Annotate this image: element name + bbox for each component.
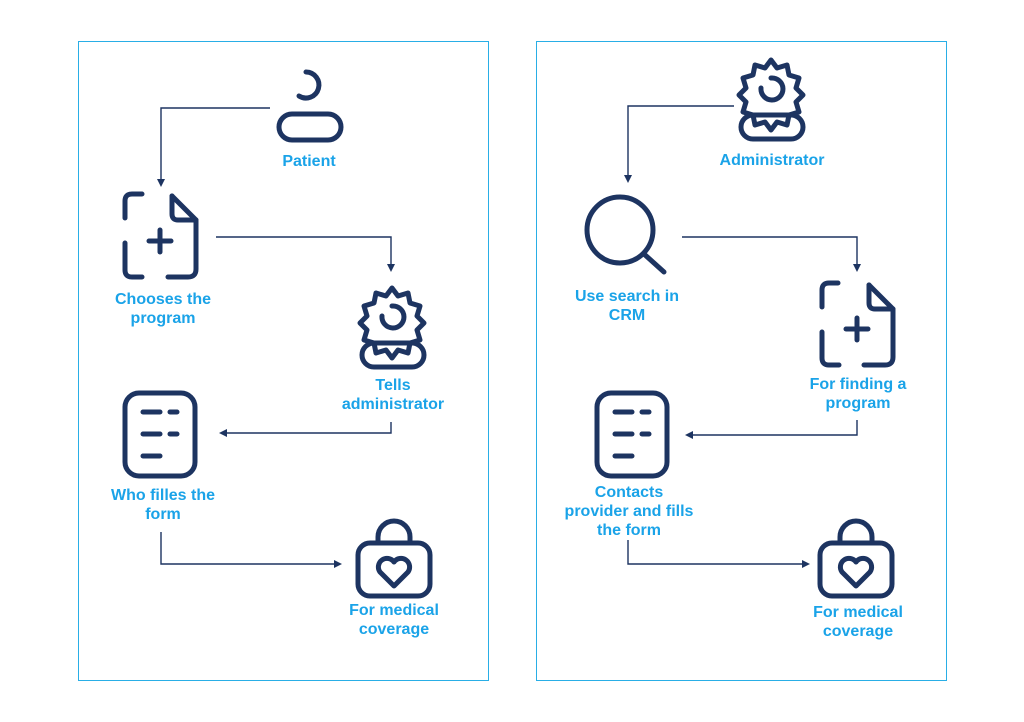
chooses-program-label: Chooses the program: [114, 291, 212, 327]
document-plus-icon: [819, 280, 896, 368]
arrow-form-to-coverage: [627, 540, 810, 568]
tells-administrator-label: Tells administrator: [341, 377, 445, 413]
admin-gear-icon: [736, 57, 806, 142]
patient-label: Patient: [282, 153, 336, 170]
lock-heart-icon: [355, 518, 433, 599]
lock-heart-icon: [817, 518, 895, 599]
list-document-icon: [594, 390, 670, 479]
administrator-label: Administrator: [719, 152, 825, 169]
user-icon: [276, 69, 344, 143]
admin-gear-icon: [357, 285, 427, 370]
arrow-search-to-program: [682, 236, 861, 272]
medical-coverage-label: For medical coverage: [349, 602, 439, 638]
arrow-form-to-coverage: [160, 532, 342, 568]
arrow-program-to-administrator: [216, 236, 395, 272]
list-document-icon: [122, 390, 198, 479]
contacts-provider-label: Contacts provider and fills the form: [564, 484, 694, 539]
arrow-program-to-form: [685, 420, 858, 439]
fills-form-label: Who filles the form: [111, 487, 215, 523]
arrow-administrator-to-search: [624, 105, 734, 183]
medical-coverage-label: For medical coverage: [813, 604, 903, 640]
arrow-patient-to-program: [157, 107, 270, 187]
search-crm-label: Use search in CRM: [574, 288, 680, 324]
arrow-administrator-to-form: [219, 422, 392, 437]
finding-program-label: For finding a program: [809, 376, 907, 412]
search-icon: [584, 194, 667, 275]
document-plus-icon: [122, 191, 199, 280]
right-flow-panel: [536, 41, 947, 681]
